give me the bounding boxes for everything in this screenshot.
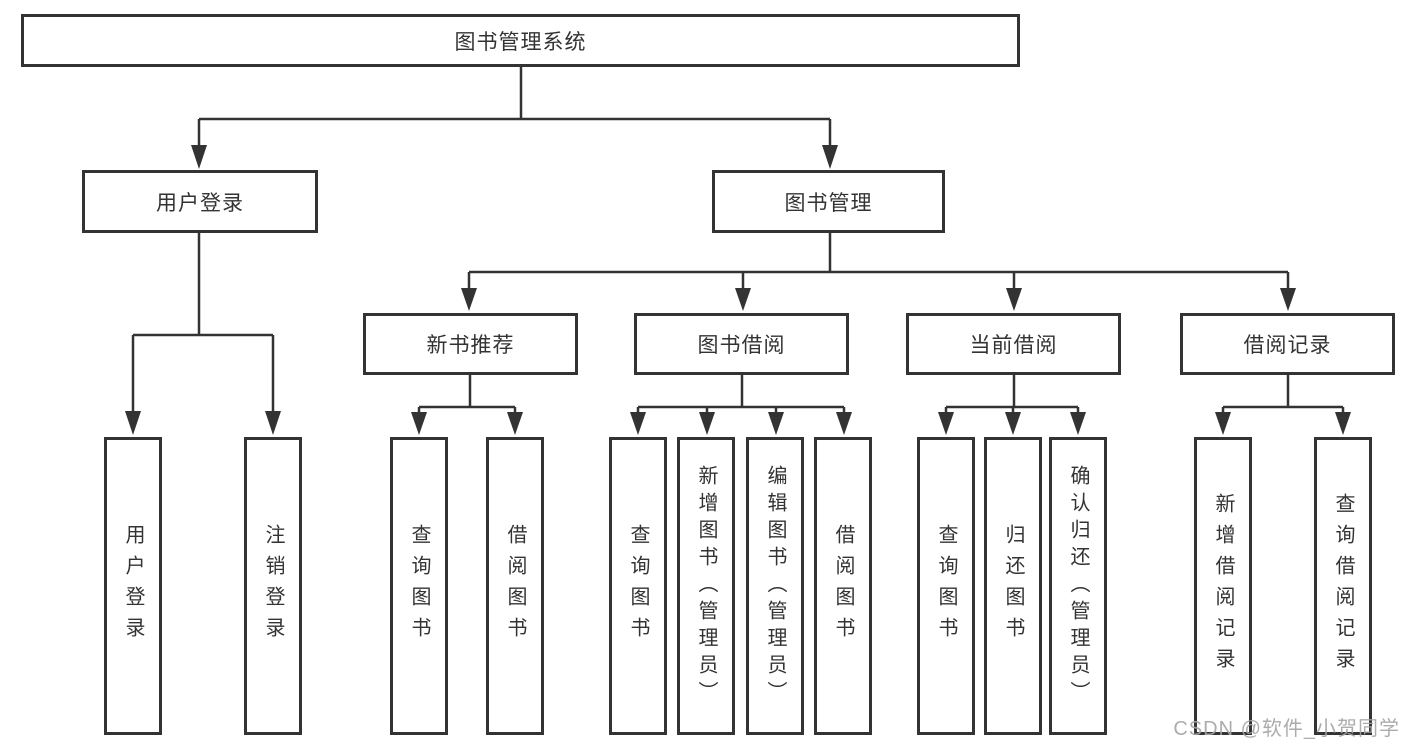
leaf-bb-add-books-admin-label: 新增图书（管理员） xyxy=(695,464,717,708)
leaf-nbr-query-books-label: 查询图书 xyxy=(408,524,430,648)
connector-book-borrow-to-leaves xyxy=(630,375,852,435)
leaf-logout-label: 注销登录 xyxy=(262,524,284,648)
leaf-br-add-record: 新增借阅记录 xyxy=(1194,437,1252,735)
node-current-borrow-label: 当前借阅 xyxy=(969,334,1058,357)
leaf-user-login-label: 用户登录 xyxy=(122,524,144,648)
leaf-bb-query-books-label: 查询图书 xyxy=(627,524,649,648)
node-current-borrow: 当前借阅 xyxy=(906,313,1121,375)
leaf-bb-edit-books-admin-label: 编辑图书（管理员） xyxy=(764,464,786,708)
connector-user-login-to-leaves xyxy=(125,233,281,435)
leaf-nbr-query-books: 查询图书 xyxy=(390,437,448,735)
leaf-br-query-record-label: 查询借阅记录 xyxy=(1332,493,1354,679)
leaf-br-query-record: 查询借阅记录 xyxy=(1314,437,1372,735)
node-book-borrow-label: 图书借阅 xyxy=(697,334,786,357)
leaf-logout: 注销登录 xyxy=(244,437,302,735)
node-root-label: 图书管理系统 xyxy=(454,30,587,54)
node-book-borrow: 图书借阅 xyxy=(634,313,849,375)
leaf-bb-add-books-admin: 新增图书（管理员） xyxy=(677,437,735,735)
node-book-mgmt-label: 图书管理 xyxy=(784,191,873,215)
leaf-br-add-record-label: 新增借阅记录 xyxy=(1212,493,1234,679)
connector-current-borrow-to-leaves xyxy=(938,375,1086,435)
leaf-cb-return-books: 归还图书 xyxy=(984,437,1042,735)
csdn-watermark: CSDN @软件_小贺同学 xyxy=(1173,718,1400,740)
connector-book-mgmt-to-level3 xyxy=(461,233,1296,311)
node-book-mgmt: 图书管理 xyxy=(712,170,945,233)
node-user-login-label: 用户登录 xyxy=(156,191,244,215)
node-root-system: 图书管理系统 xyxy=(21,14,1020,67)
leaf-bb-edit-books-admin: 编辑图书（管理员） xyxy=(746,437,804,735)
leaf-bb-query-books: 查询图书 xyxy=(609,437,667,735)
leaf-cb-return-books-label: 归还图书 xyxy=(1002,524,1024,648)
leaf-nbr-borrow-books: 借阅图书 xyxy=(486,437,544,735)
connector-root-to-level2 xyxy=(191,67,838,169)
connector-new-book-rec-to-leaves xyxy=(411,375,523,435)
leaf-cb-confirm-return-admin: 确认归还（管理员） xyxy=(1049,437,1107,735)
leaf-user-login: 用户登录 xyxy=(104,437,162,735)
leaf-bb-borrow-books-label: 借阅图书 xyxy=(832,524,854,648)
leaf-cb-query-books-label: 查询图书 xyxy=(935,524,957,648)
node-new-book-rec: 新书推荐 xyxy=(363,313,578,375)
node-borrow-records: 借阅记录 xyxy=(1180,313,1395,375)
node-new-book-rec-label: 新书推荐 xyxy=(426,334,515,357)
leaf-bb-borrow-books: 借阅图书 xyxy=(814,437,872,735)
node-borrow-records-label: 借阅记录 xyxy=(1243,334,1332,357)
node-user-login: 用户登录 xyxy=(82,170,318,233)
leaf-cb-query-books: 查询图书 xyxy=(917,437,975,735)
leaf-nbr-borrow-books-label: 借阅图书 xyxy=(504,524,526,648)
connector-borrow-records-to-leaves xyxy=(1215,375,1351,435)
leaf-cb-confirm-return-admin-label: 确认归还（管理员） xyxy=(1067,464,1089,708)
